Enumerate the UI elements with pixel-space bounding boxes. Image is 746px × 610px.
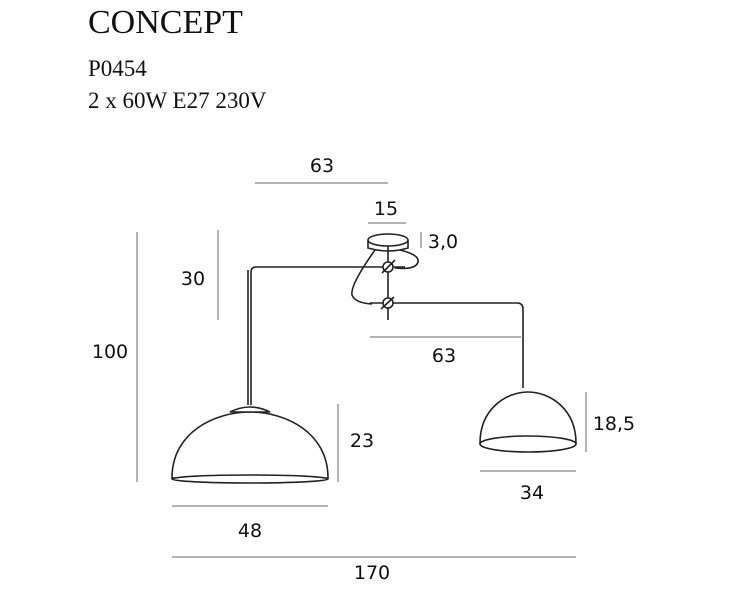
dim-label-arm-top-width: 63 [310, 155, 334, 177]
product-code: P0454 [88, 56, 147, 81]
right-arm [370, 302, 524, 388]
dim-label-canopy-height: 3,0 [428, 231, 458, 253]
large-shade-cap [229, 406, 271, 413]
small-shade-rim [479, 435, 577, 453]
dim-label-small-shade-diameter: 34 [520, 482, 544, 504]
dim-label-arm-bottom-width: 63 [432, 345, 456, 367]
dim-label-total-width: 170 [354, 562, 390, 584]
large-shade-rim [171, 474, 329, 484]
joint-top-knob [381, 259, 396, 274]
dim-label-large-shade-height: 23 [350, 430, 374, 452]
product-name: CONCEPT [88, 4, 243, 41]
small-shade [479, 391, 577, 444]
dim-label-canopy-diameter: 15 [374, 198, 398, 220]
product-specs: 2 x 60W E27 230V [88, 88, 267, 113]
joint-bottom-knob [380, 296, 395, 310]
lamp-fixture [171, 233, 577, 484]
left-arm [250, 266, 405, 405]
dim-label-large-shade-diameter: 48 [238, 520, 262, 542]
dim-label-small-shade-height: 18,5 [593, 413, 635, 435]
large-shade [171, 411, 329, 479]
canopy-top [367, 233, 409, 247]
cable-right [394, 249, 419, 270]
cable-left [351, 249, 376, 305]
dim-label-arm-drop: 30 [181, 268, 205, 290]
dim-label-total-height: 100 [92, 341, 128, 363]
